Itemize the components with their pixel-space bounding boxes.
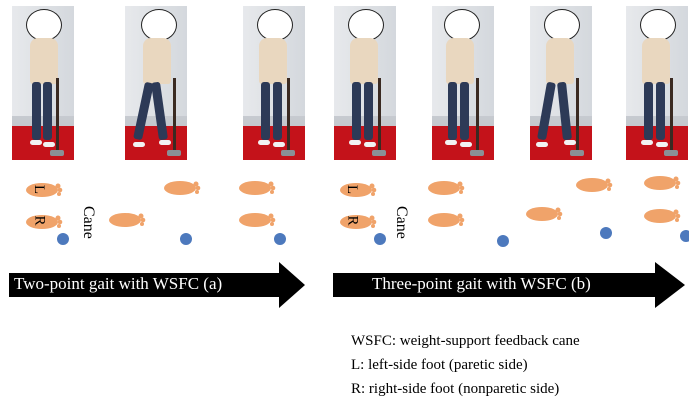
foot-label-R: R bbox=[344, 215, 361, 226]
right-foot-step-1 bbox=[426, 211, 466, 228]
photo-three-point-step-4 bbox=[626, 6, 688, 160]
left-foot-step-2 bbox=[237, 179, 277, 196]
foot-label-R: R bbox=[31, 215, 48, 226]
photo-two-point-step-3 bbox=[243, 6, 305, 160]
photo-two-point-step-1 bbox=[12, 6, 74, 160]
cane-position-dot bbox=[497, 235, 509, 247]
cane-position-dot bbox=[57, 233, 69, 245]
cane-label: Cane bbox=[393, 206, 410, 239]
legend-wsfc: WSFC: weight-support feedback cane bbox=[351, 333, 580, 349]
face-mask-circle bbox=[348, 9, 384, 41]
cane-label: Cane bbox=[80, 206, 97, 239]
right-foot-step-2 bbox=[524, 205, 564, 222]
right-foot-step-2 bbox=[237, 211, 277, 228]
cane-position-dot bbox=[180, 233, 192, 245]
two-point-gait-arrow bbox=[9, 262, 305, 308]
three-point-gait-arrow bbox=[333, 262, 685, 308]
left-foot-L-start bbox=[24, 181, 64, 198]
cane-position-dot bbox=[374, 233, 386, 245]
legend-left-foot: L: left-side foot (paretic side) bbox=[351, 357, 528, 373]
photo-three-point-step-2 bbox=[432, 6, 494, 160]
photo-three-point-step-3 bbox=[530, 6, 592, 160]
photo-two-point-step-2 bbox=[125, 6, 187, 160]
right-foot-step-3 bbox=[642, 207, 682, 224]
cane-position-dot bbox=[680, 230, 689, 242]
photo-three-point-step-1 bbox=[334, 6, 396, 160]
right-foot-R-start bbox=[24, 213, 64, 230]
left-foot-step-1 bbox=[426, 179, 466, 196]
left-foot-L-start bbox=[338, 181, 378, 198]
left-foot-step-2 bbox=[574, 176, 614, 193]
three-point-gait-label: Three-point gait with WSFC (b) bbox=[372, 274, 591, 293]
face-mask-circle bbox=[26, 9, 62, 41]
face-mask-circle bbox=[544, 9, 580, 41]
left-foot-step-1 bbox=[162, 179, 202, 196]
cane-position-dot bbox=[600, 227, 612, 239]
face-mask-circle bbox=[444, 9, 480, 41]
cane-position-dot bbox=[274, 233, 286, 245]
right-foot-step-1 bbox=[107, 211, 147, 228]
legend-right-foot: R: right-side foot (nonparetic side) bbox=[351, 381, 560, 397]
foot-label-L: L bbox=[344, 184, 361, 195]
face-mask-circle bbox=[257, 9, 293, 41]
face-mask-circle bbox=[141, 9, 177, 41]
foot-label-L: L bbox=[31, 184, 48, 195]
two-point-gait-label: Two-point gait with WSFC (a) bbox=[14, 274, 223, 293]
face-mask-circle bbox=[640, 9, 676, 41]
left-foot-step-3 bbox=[642, 174, 682, 191]
right-foot-R-start bbox=[338, 213, 378, 230]
